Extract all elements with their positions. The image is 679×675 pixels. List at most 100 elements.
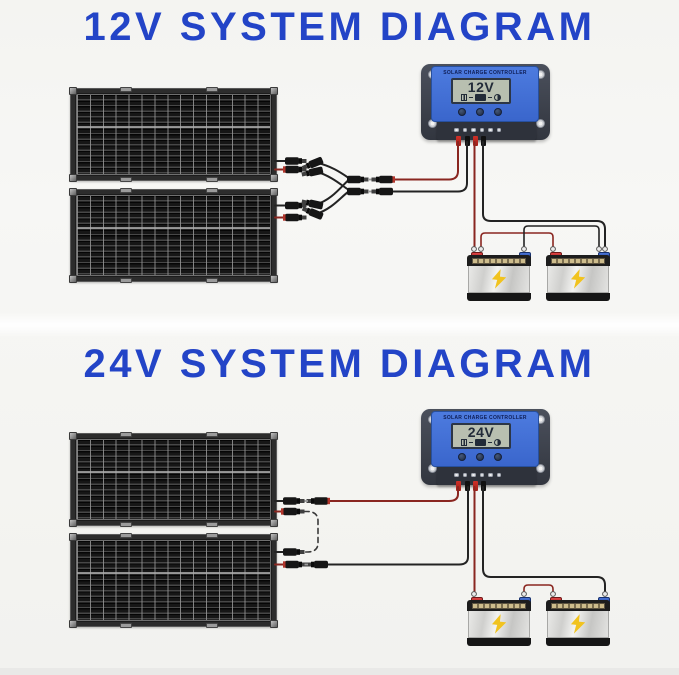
wire-stub-battery-positive [473,136,478,146]
solar-panel-2 [69,188,278,283]
panel-corner-bracket [69,432,77,440]
panel-mount-clamp [206,522,219,527]
panel-corner-bracket [270,620,278,628]
charge-controller-12v: SOLAR CHARGE CONTROLLER 12V [421,63,551,149]
solar-panel-cells [76,540,271,621]
mc4-connector-icon [301,206,324,220]
charge-controller-24v: SOLAR CHARGE CONTROLLER 24V [421,408,551,494]
solar-panel-cells [76,195,271,276]
load-icon [494,94,501,101]
screw-icon [535,464,545,473]
arrow-icon [488,96,492,99]
wire [325,486,469,566]
panel-mount-clamp [120,177,133,182]
wire-stub-pv-negative [465,136,470,146]
lightning-bolt-icon [491,613,507,634]
solar-panel-icon [461,94,467,101]
panel-corner-bracket [69,620,77,628]
panel-mount-clamp [120,533,133,538]
wire [389,141,468,193]
panel-mount-clamp [120,87,133,92]
wire [480,232,554,249]
wire [315,170,349,191]
mc4-connector-icon [281,507,305,516]
panel-mount-clamp [120,432,133,437]
title-12v-system: 12V SYSTEM DIAGRAM [83,5,596,49]
panel-corner-bracket [69,275,77,283]
mc4-connector-icon [347,187,369,196]
wire-lug [471,591,477,597]
lcd-voltage-value: 12V [467,79,495,95]
battery-4 [546,597,610,646]
mc4-connector-icon [347,175,369,184]
mc4-connector-icon [285,157,307,165]
terminal-screw-icon [462,472,467,478]
panel-mount-clamp [206,278,219,283]
solar-panel-cells [76,439,271,520]
controller-front-panel: SOLAR CHARGE CONTROLLER 24V [431,411,539,467]
wire-lug [602,591,608,597]
mc4-connector-icon [283,165,307,174]
wire-lug [550,591,556,597]
solar-panel-4 [69,533,278,628]
panel-corner-bracket [270,432,278,440]
terminal-screw-icon [496,127,501,133]
controller-front-panel: SOLAR CHARGE CONTROLLER 12V [431,66,539,122]
panel-mount-clamp [206,87,219,92]
battery-body [468,266,530,293]
battery-3 [467,597,531,646]
mc4-connector-icon [283,497,305,505]
solar-panel-cells [76,94,271,175]
wire-stub-battery-negative [481,136,486,146]
battery-base [467,638,531,646]
terminal-screw-icon [479,127,484,133]
lcd-display: 24V [451,423,511,449]
arrow-icon [469,96,473,99]
panel-mount-clamp [120,522,133,527]
mc4-connector-icon [371,175,395,184]
lightning-bolt-icon [570,613,586,634]
controller-button [476,108,484,116]
battery-2 [546,252,610,301]
wire-stub-battery-negative [481,481,486,491]
terminal-screw-icon [479,472,484,478]
mc4-connector-icon [283,548,305,556]
panel-mount-clamp [206,432,219,437]
panel-corner-bracket [270,533,278,541]
terminal-screw-icon [471,472,476,478]
battery-icon [475,439,486,446]
battery-1 [467,252,531,301]
panel-mount-clamp [206,533,219,538]
panel-mount-clamp [120,623,133,628]
panel-corner-bracket [69,87,77,95]
lcd-status-icons [453,94,509,101]
arrow-icon [488,441,492,444]
panel-corner-bracket [69,188,77,196]
solar-panel-icon [461,439,467,446]
panel-corner-bracket [69,174,77,182]
controller-button [494,453,502,461]
wire-stub-pv-positive [456,136,461,146]
panel-mount-clamp [206,188,219,193]
wire-stub-pv-positive [456,481,461,491]
battery-body [547,611,609,638]
terminal-screw-icon [488,127,493,133]
mc4-connector-icon [283,560,307,569]
wire-lug [471,246,477,252]
battery-vent-caps [472,258,526,264]
controller-brand-label: SOLAR CHARGE CONTROLLER [443,415,527,421]
wire-lug [521,591,527,597]
battery-base [546,638,610,646]
wire-lug [550,246,556,252]
mc4-connector-icon [306,497,330,505]
lightning-bolt-icon [570,268,586,289]
battery-body [468,611,530,638]
controller-brand-label: SOLAR CHARGE CONTROLLER [443,70,527,76]
terminal-screw-icon [462,127,467,133]
wire [482,141,606,249]
mc4-connector-icon [301,156,324,170]
wire [523,225,600,249]
panel-mount-clamp [120,188,133,193]
panel-corner-bracket [270,275,278,283]
wire [523,584,554,594]
